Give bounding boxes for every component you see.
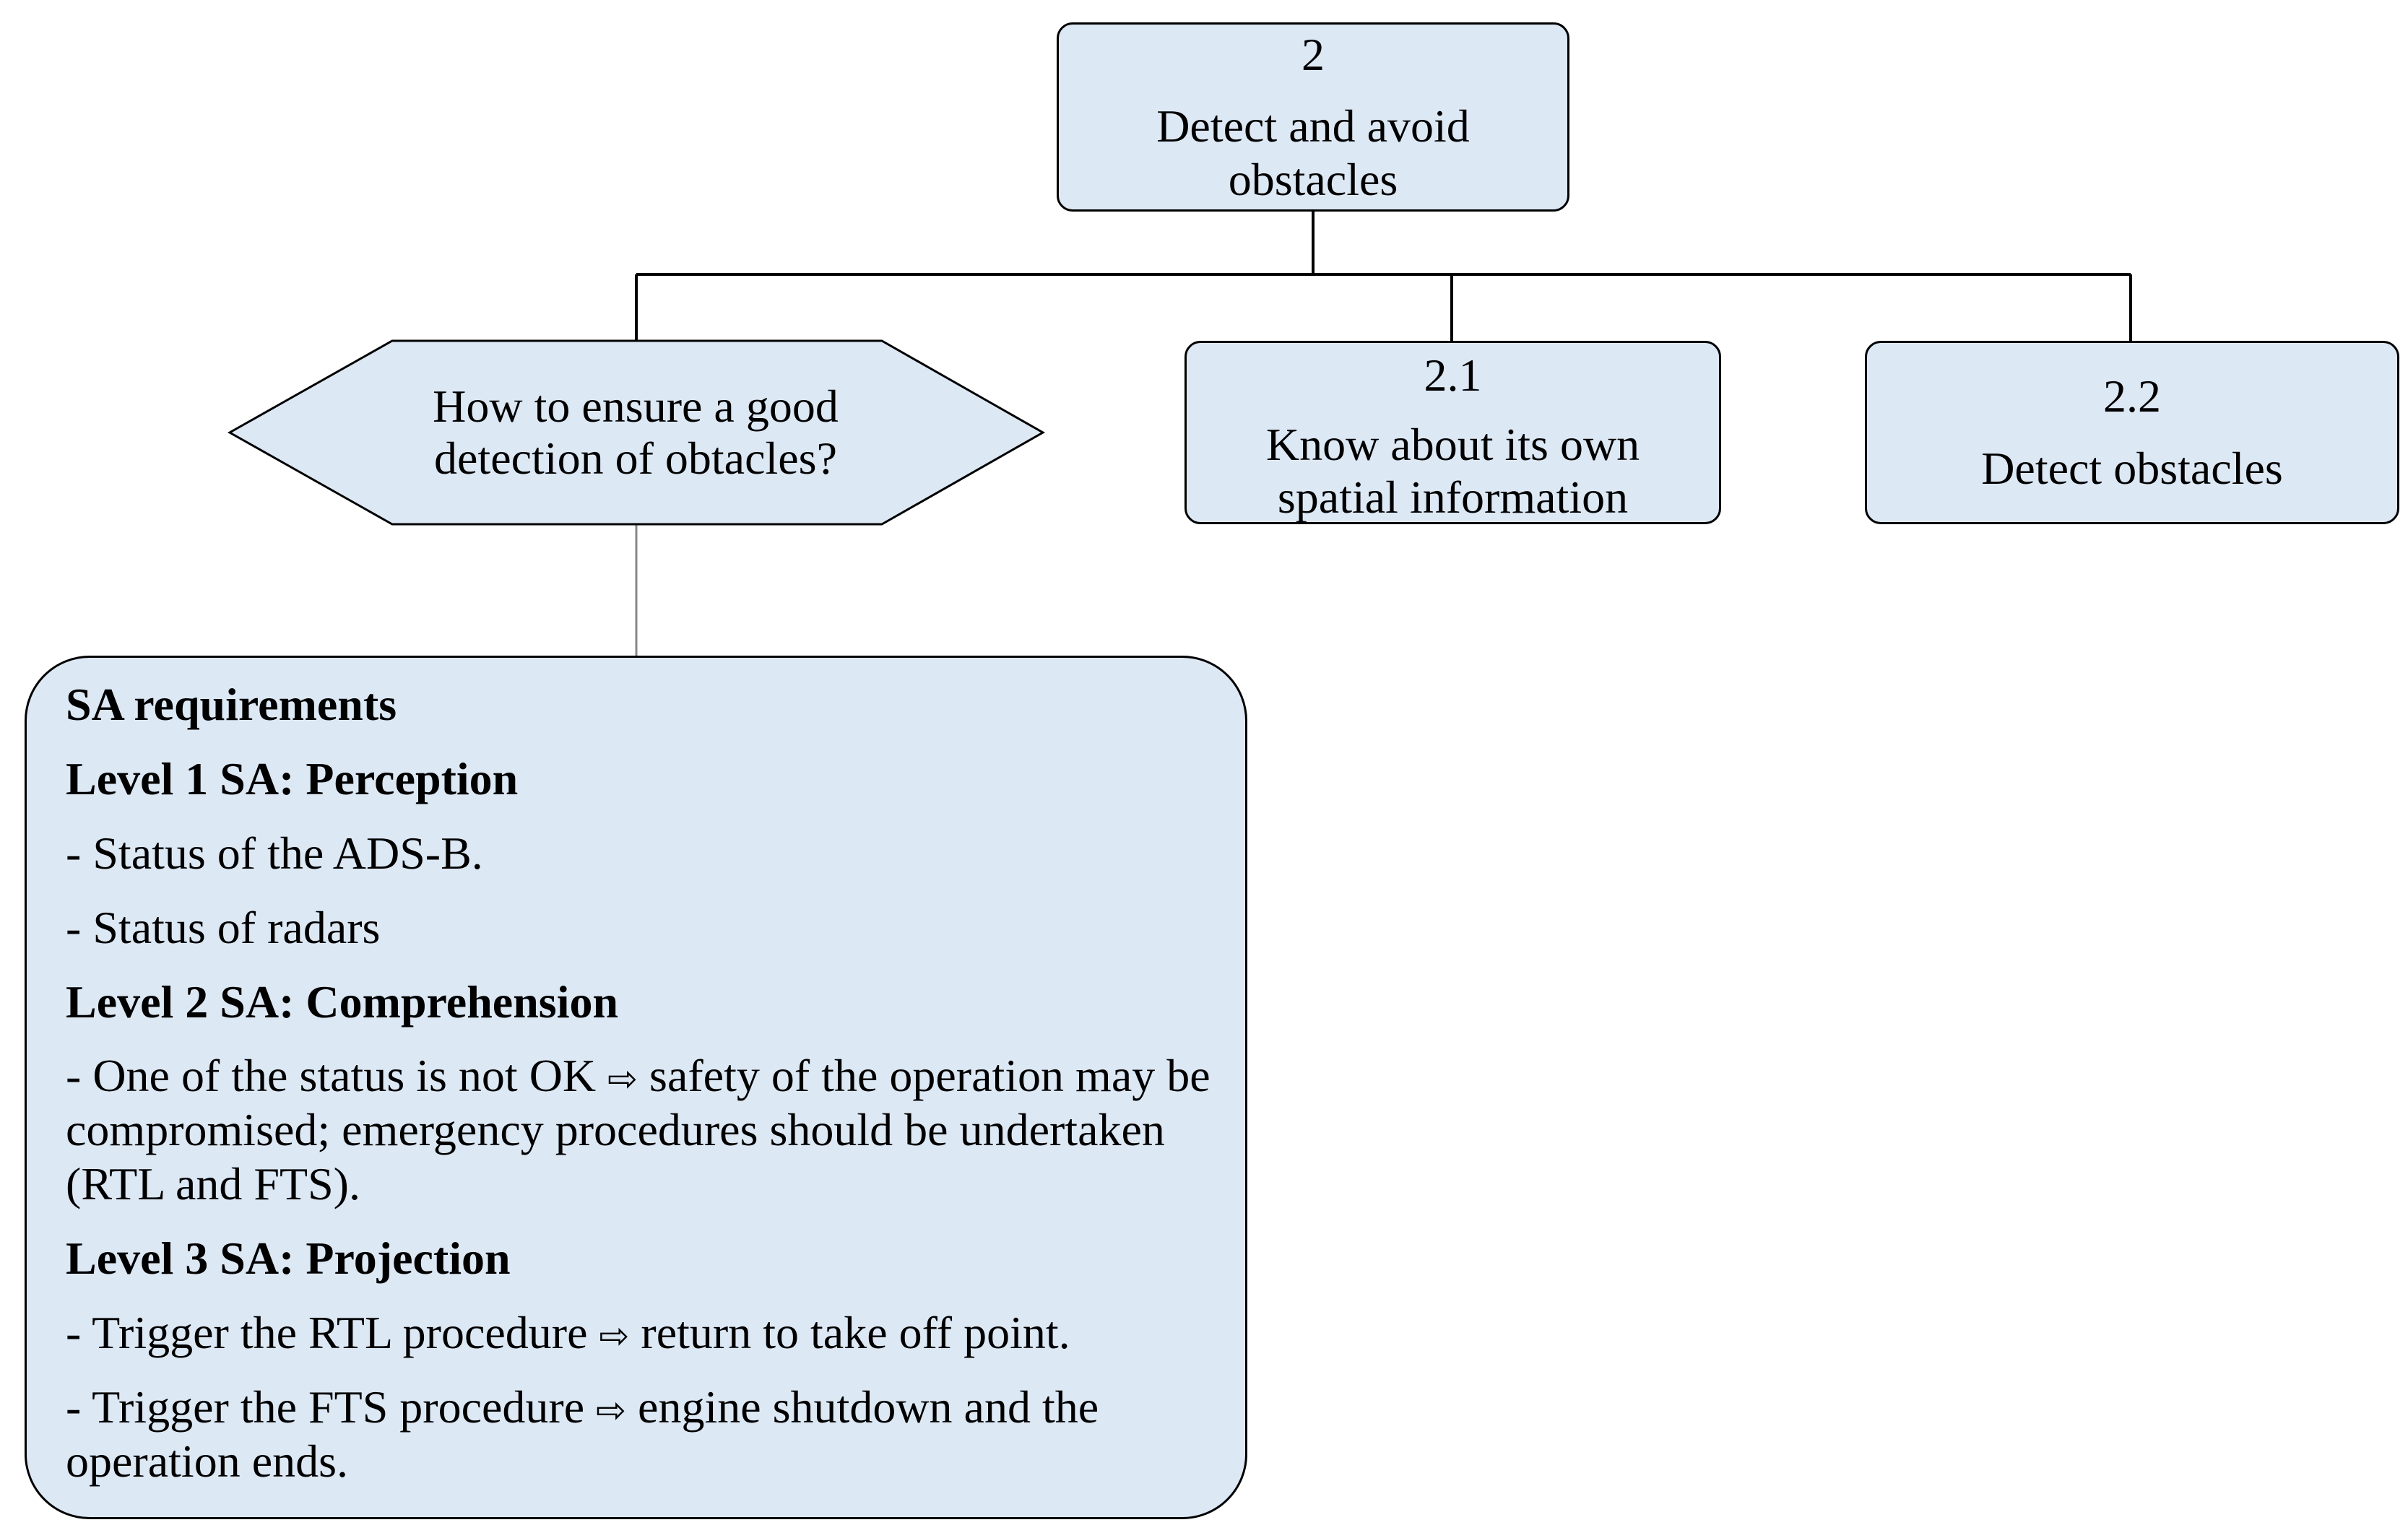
level-1-heading: Level 1 SA: Perception — [66, 752, 519, 804]
level-3-item-result: engine shutdown and the operation ends. — [66, 1381, 1099, 1487]
level-3-item-action: - Trigger the RTL procedure — [66, 1306, 588, 1358]
node-2-2: 2.2 Detect obstacles — [1865, 341, 2399, 524]
question-hexagon — [227, 339, 1046, 526]
right-arrow-icon: ⇨ — [607, 1058, 638, 1100]
right-arrow-icon: ⇨ — [596, 1389, 627, 1431]
root-node: 2 Detect and avoid obstacles — [1057, 22, 1569, 212]
level-2-heading: Level 2 SA: Comprehension — [66, 976, 619, 1027]
node-2-1-number: 2.1 — [1424, 349, 1482, 401]
node-2-2-number: 2.2 — [2103, 370, 2161, 422]
level-3-item-result: return to take off point. — [641, 1306, 1070, 1358]
sa-requirements-title: SA requirements — [66, 679, 397, 730]
level-2-item-condition: - One of the status is not OK — [66, 1050, 597, 1102]
question-text: How to ensure a good detection of obtacl… — [433, 381, 839, 484]
level-2-item-consequence: safety of the operation may be compromis… — [66, 1050, 1211, 1210]
node-2-1-title: Know about its own spatial information — [1265, 418, 1640, 523]
level-3-item-action: - Trigger the FTS procedure — [66, 1381, 585, 1433]
level-3-item: - Trigger the RTL procedure ⇨ return to … — [66, 1306, 1216, 1360]
level-3-heading: Level 3 SA: Projection — [66, 1233, 511, 1284]
node-2-1: 2.1 Know about its own spatial informati… — [1184, 341, 1721, 524]
level-2-item: - One of the status is not OK ⇨ safety o… — [66, 1049, 1216, 1212]
root-node-number: 2 — [1302, 28, 1325, 80]
question-node: How to ensure a good detection of obtacl… — [390, 341, 881, 524]
sa-requirements-panel: SA requirements Level 1 SA: Perception -… — [25, 656, 1247, 1519]
root-node-title: Detect and avoid obstacles — [1156, 100, 1470, 205]
node-2-2-title: Detect obstacles — [1981, 443, 2283, 494]
right-arrow-icon: ⇨ — [599, 1314, 630, 1357]
level-1-item: - Status of the ADS-B. — [66, 827, 483, 879]
level-3-item: - Trigger the FTS procedure ⇨ engine shu… — [66, 1381, 1216, 1489]
level-1-item: - Status of radars — [66, 901, 381, 953]
